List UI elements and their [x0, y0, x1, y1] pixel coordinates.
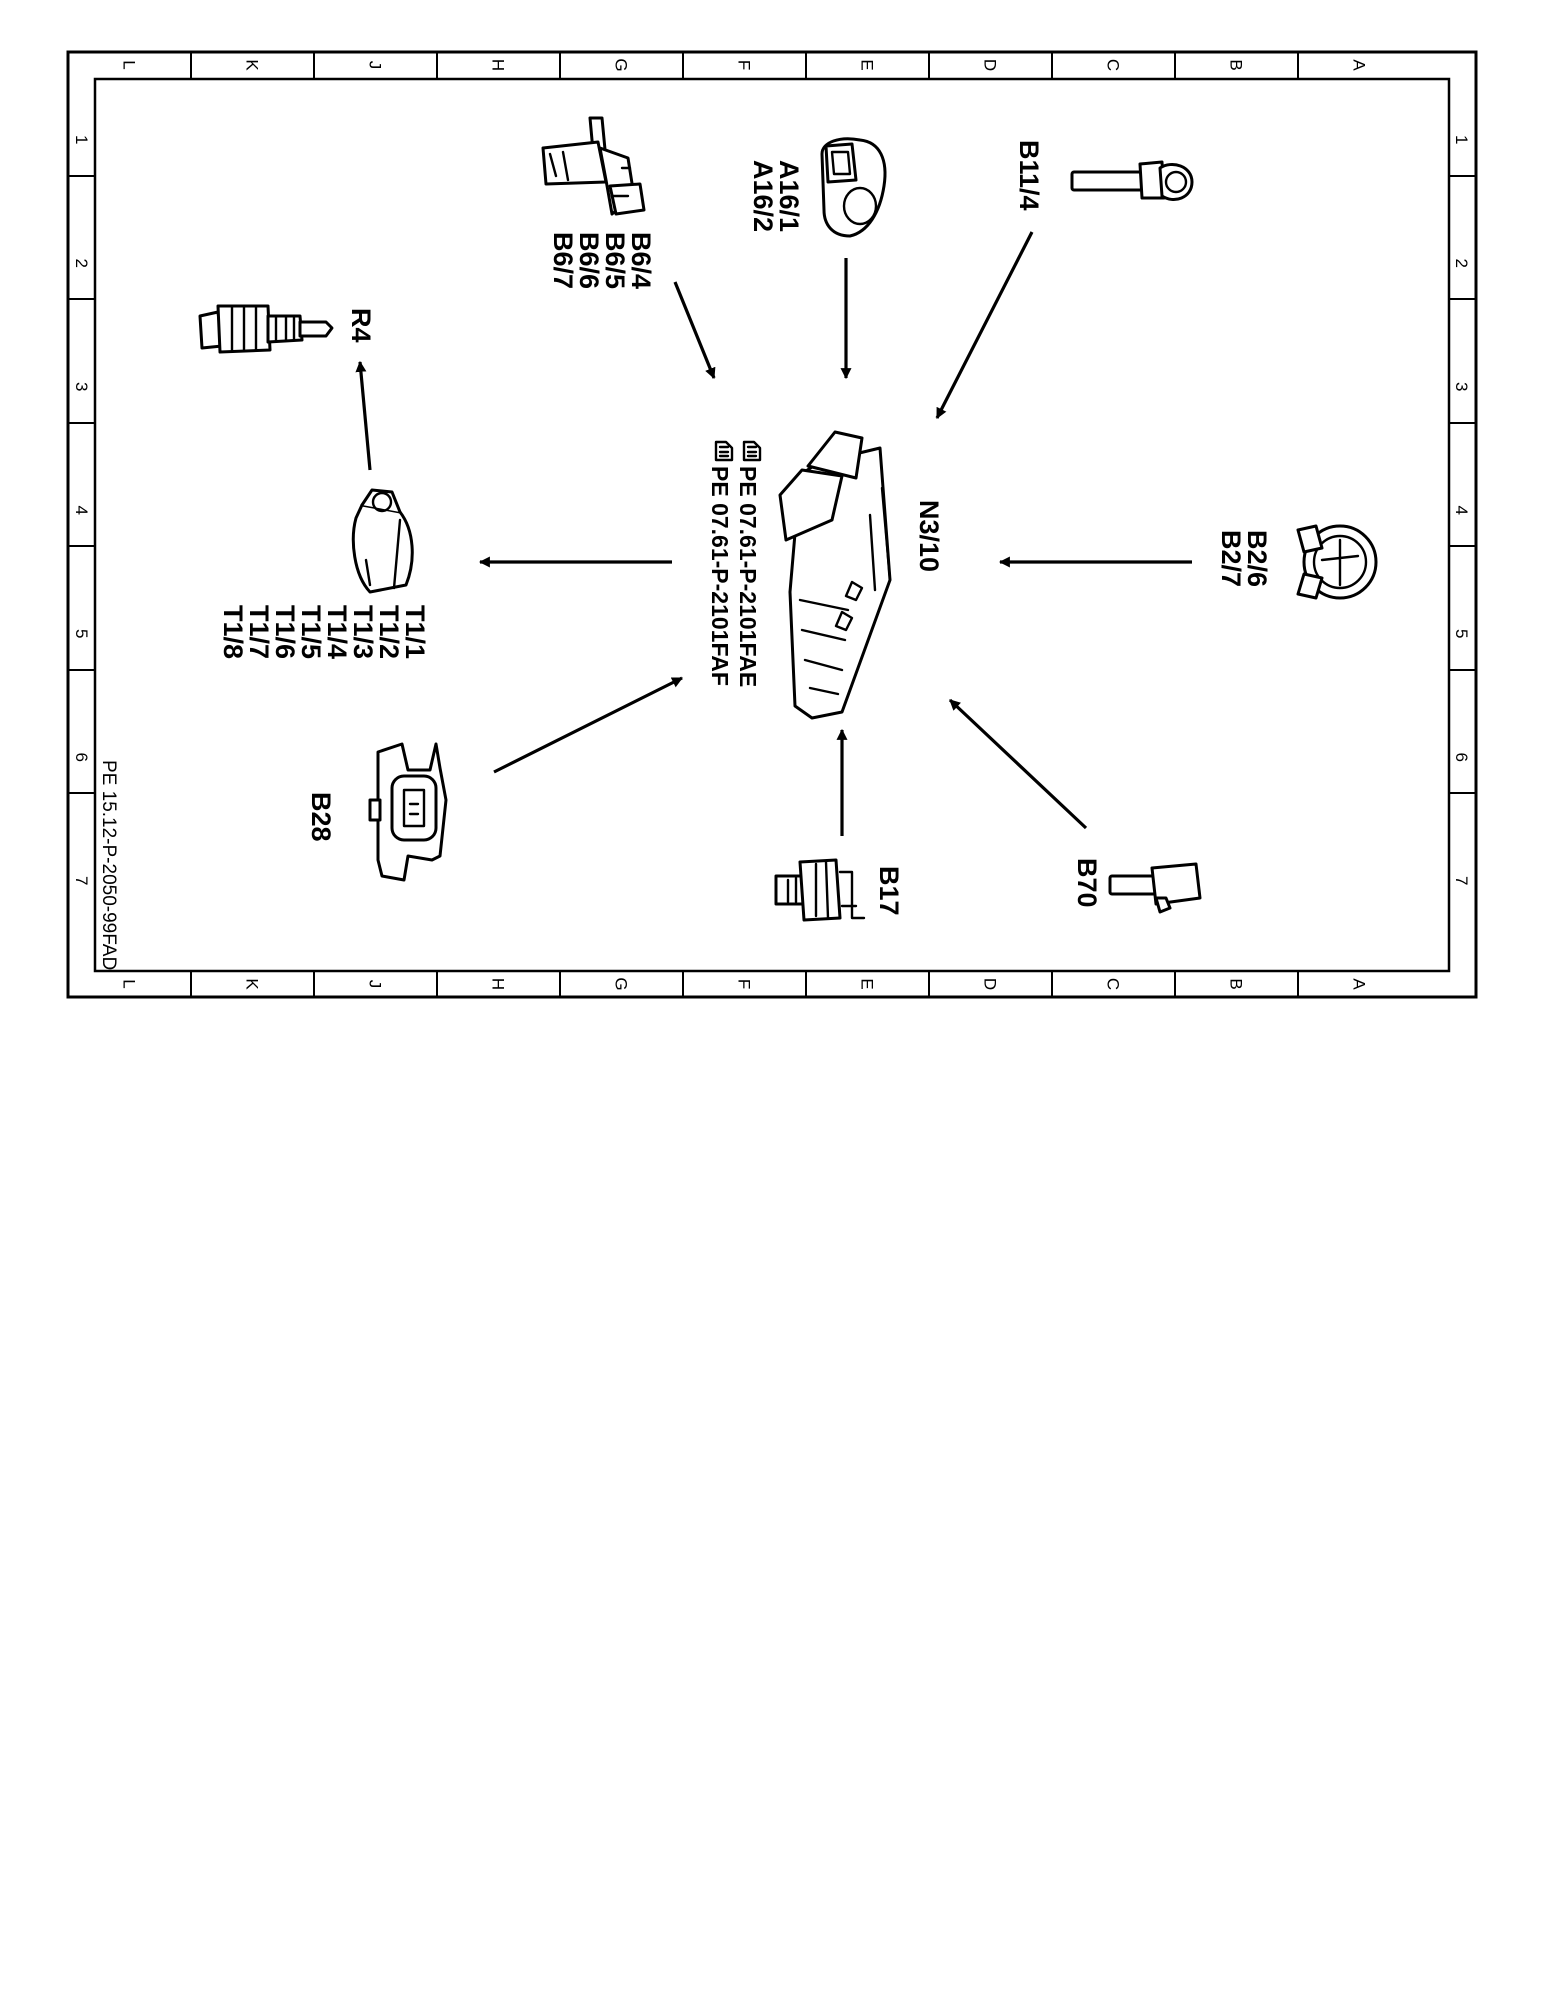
- component-label: B17: [874, 866, 904, 916]
- component-label: T1/7: [244, 605, 274, 659]
- grid-labels: L L K K J J H H G G F F E E D D C C B B A A 1 1 2 2 3 3 4 4 5 5 6 6 7 7: [72, 58, 1471, 990]
- component-label: B6/7: [548, 232, 578, 289]
- grid-number: 1: [1452, 135, 1471, 144]
- grid-number: 6: [72, 753, 91, 762]
- arrow-b70: [948, 698, 1088, 830]
- grid-letter: E: [858, 59, 877, 70]
- component-label: B6/6: [574, 232, 604, 289]
- grid-letter: L: [120, 979, 139, 988]
- component-label: B28: [306, 792, 336, 842]
- air-flow-sensor-icon: [1296, 524, 1378, 600]
- spark-plug-icon: [198, 304, 334, 354]
- grid-number: 3: [72, 382, 91, 391]
- component-label: B70: [1072, 858, 1102, 908]
- grid-number: 7: [1452, 876, 1471, 885]
- component-label: B6/4: [626, 232, 656, 289]
- hand-icon: [714, 440, 734, 462]
- grid-letter: F: [735, 979, 754, 989]
- component-label: B6/5: [600, 232, 630, 289]
- component-label: B2/6: [1242, 530, 1272, 587]
- grid-number: 5: [72, 629, 91, 638]
- component-label: T1/4: [322, 605, 352, 659]
- component-label: B2/7: [1216, 530, 1246, 587]
- grid-letter: C: [1104, 59, 1123, 71]
- grid-number: 2: [1452, 259, 1471, 268]
- grid-number: 1: [72, 135, 91, 144]
- grid-letter: E: [858, 978, 877, 989]
- ignition-coil-labels: T1/1T1/2T1/3T1/4T1/5T1/6T1/7T1/8: [218, 605, 430, 659]
- grid-letter: B: [1227, 59, 1246, 70]
- grid-letter: G: [612, 58, 631, 71]
- component-label: T1/5: [296, 605, 326, 659]
- component-label: T1/3: [348, 605, 378, 659]
- component-label: B11/4: [1014, 140, 1044, 211]
- grid-number: 3: [1452, 382, 1471, 391]
- grid-number: 6: [1452, 753, 1471, 762]
- ignition-coil-icon: [351, 488, 414, 594]
- component-label: T1/8: [218, 605, 248, 659]
- spark-plug-label: R4: [346, 308, 376, 343]
- grid-letter: C: [1104, 978, 1123, 990]
- component-label: T1/1: [400, 605, 430, 659]
- component-label: A16/2: [748, 160, 778, 232]
- control-unit-icon: [778, 430, 892, 720]
- arrow-b11: [935, 231, 1034, 419]
- arrow-r4: [355, 360, 372, 471]
- grid-letter: F: [735, 60, 754, 70]
- reference-1: PE 07.61-P-2101FAE: [735, 466, 761, 687]
- grid-letter: G: [612, 977, 631, 990]
- grid-number: 4: [72, 506, 91, 515]
- outer-frame: [66, 50, 1478, 999]
- crankshaft-sensor-icon: [1108, 862, 1202, 914]
- grid-letter: D: [981, 978, 1000, 990]
- arrow-b28: [493, 676, 683, 774]
- intake-air-temperature-sensor-icon: [774, 858, 866, 922]
- grid-letter: D: [981, 59, 1000, 71]
- reference-list: PE 07.61-P-2101FAE PE 07.61-P-2101FAF: [707, 440, 762, 687]
- knock-sensor-icon: [820, 137, 887, 238]
- coolant-temperature-sensor-icon: [1070, 160, 1194, 201]
- grid-letter: K: [243, 978, 262, 990]
- grid-letter: K: [243, 59, 262, 71]
- component-label: T1/6: [270, 605, 300, 659]
- grid-letter: B: [1227, 978, 1246, 989]
- hand-icon: [742, 440, 762, 462]
- grid-letter: J: [366, 61, 385, 70]
- document-number: PE 15.12-P-2050-99FAD: [98, 760, 119, 970]
- grid-number: 7: [72, 876, 91, 885]
- intake-air-sensor-label: B17: [874, 866, 904, 916]
- grid-letter: H: [489, 978, 508, 990]
- control-unit-label: N3/10: [914, 500, 944, 572]
- arrow-b6: [673, 281, 716, 380]
- grid-letter: H: [489, 59, 508, 71]
- camshaft-sensor-labels: B6/4B6/5B6/6B6/7: [548, 232, 656, 289]
- component-label: R4: [346, 308, 376, 343]
- reference-2: PE 07.61-P-2101FAF: [707, 466, 733, 686]
- crankshaft-sensor-label: B70: [1072, 858, 1102, 908]
- grid-letter: A: [1350, 978, 1369, 990]
- air-flow-sensor-labels: B2/6B2/7: [1216, 530, 1272, 587]
- inner-frame: [93, 77, 1451, 973]
- pressure-sensor-label: B28: [306, 792, 336, 842]
- grid-number: 2: [72, 259, 91, 268]
- grid-number: 5: [1452, 629, 1471, 638]
- grid-letter: L: [120, 60, 139, 69]
- coolant-sensor-label: B11/4: [1014, 140, 1044, 211]
- grid-letter: A: [1350, 59, 1369, 71]
- pressure-sensor-icon: [368, 742, 448, 882]
- component-label: T1/2: [374, 605, 404, 659]
- camshaft-sensor-icon: [541, 116, 646, 216]
- component-label: A16/1: [774, 160, 804, 232]
- grid-ticks: [68, 52, 1476, 997]
- grid-number: 4: [1452, 506, 1471, 515]
- grid-letter: J: [366, 980, 385, 989]
